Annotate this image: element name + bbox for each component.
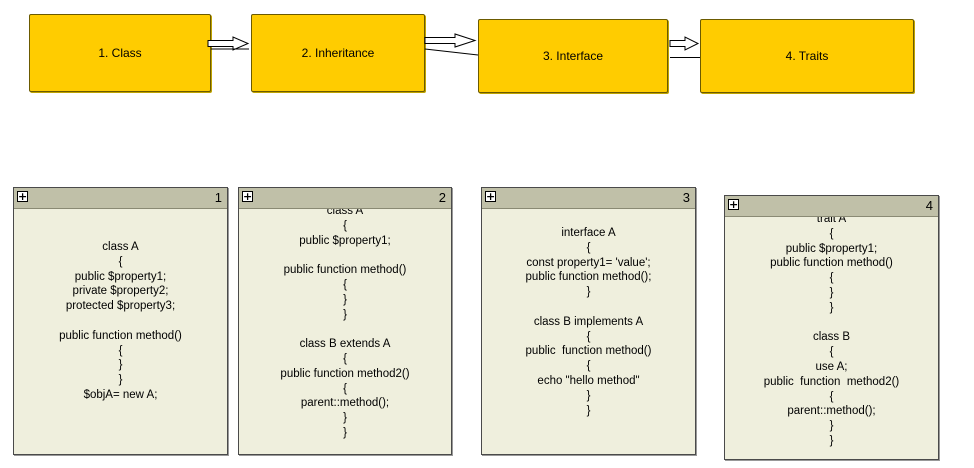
flow-box-interface: 3. Interface (478, 19, 668, 93)
note-number: 2 (438, 190, 446, 205)
note-header: + 2 (239, 188, 451, 209)
connector-3-4 (669, 36, 700, 58)
flow-box-label: 1. Class (98, 46, 142, 60)
note-header: + 1 (14, 188, 227, 209)
note-header: + 3 (482, 188, 695, 209)
note-code: class A { public $property1; private $pr… (59, 241, 182, 401)
connector-2-3 (424, 33, 479, 56)
note-code: class A { public $property1; public func… (280, 205, 410, 439)
flow-box-class: 1. Class (29, 14, 211, 92)
flow-box-traits: 4. Traits (700, 19, 914, 93)
code-note-4: + 4 trait A { public $property1; public … (724, 195, 939, 460)
flow-box-inheritance: 2. Inheritance (251, 14, 425, 92)
note-code: interface A { const property1= 'value'; … (525, 227, 652, 417)
note-number: 3 (682, 190, 690, 205)
expand-icon[interactable]: + (17, 190, 28, 203)
connector-1-2 (207, 36, 250, 51)
code-note-2: + 2 class A { public $property1; public … (238, 187, 452, 455)
code-note-1: + 1 class A { public $property1; private… (13, 187, 228, 455)
code-note-3: + 3 interface A { const property1= 'valu… (481, 187, 696, 455)
note-code: trait A { public $property1; public func… (763, 213, 900, 447)
flow-box-label: 4. Traits (785, 49, 829, 63)
flow-box-label: 3. Interface (542, 49, 604, 63)
flow-box-label: 2. Inheritance (301, 46, 375, 60)
note-number: 4 (925, 198, 933, 213)
expand-icon[interactable]: + (485, 190, 496, 203)
expand-icon[interactable]: + (242, 190, 253, 203)
note-number: 1 (214, 190, 222, 205)
expand-icon[interactable]: + (728, 198, 739, 211)
note-header: + 4 (725, 196, 938, 217)
